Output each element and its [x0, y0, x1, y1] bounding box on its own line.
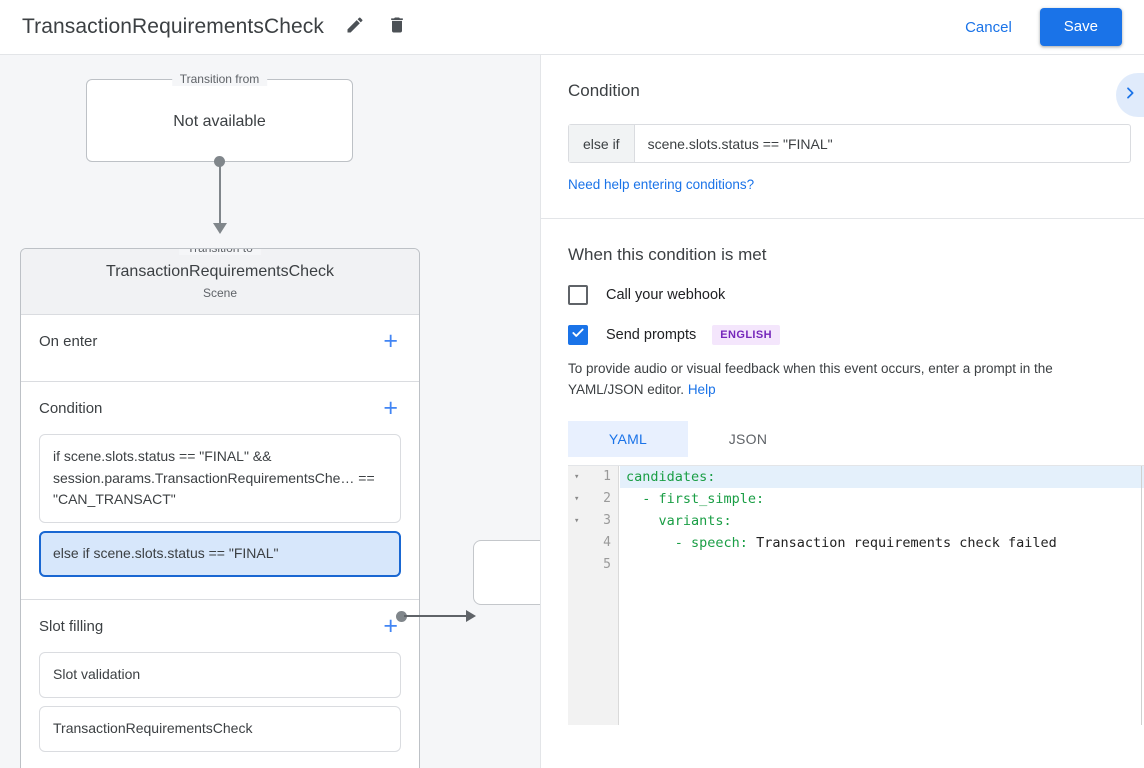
scene-node-subtitle: Scene	[202, 286, 238, 300]
code-line	[620, 554, 1144, 576]
outgoing-connector-dot	[396, 611, 407, 622]
add-slot-filling-button[interactable]: +	[383, 611, 398, 640]
line-number: 4	[603, 535, 611, 551]
gutter-line: ▾ 3	[568, 510, 618, 532]
pencil-icon	[345, 15, 365, 40]
code-indent	[626, 513, 659, 529]
condition-item[interactable]: if scene.slots.status == "FINAL" && sess…	[39, 434, 401, 524]
code-indent	[626, 535, 675, 551]
chevron-right-icon	[1122, 85, 1138, 106]
tab-yaml[interactable]: YAML	[568, 420, 688, 457]
expand-panel-button[interactable]	[1116, 73, 1144, 117]
trash-icon	[387, 15, 407, 40]
condition-heading: Condition	[568, 81, 640, 100]
line-number: 1	[603, 469, 611, 485]
call-webhook-label: Call your webhook	[606, 287, 726, 303]
prompts-help-link[interactable]: Help	[687, 381, 716, 397]
page-title: TransactionRequirementsCheck	[22, 15, 324, 38]
outgoing-connector-line	[404, 615, 472, 617]
when-condition-met-section: When this condition is met Call your web…	[541, 219, 1144, 725]
section-slot-filling-header: Slot filling +	[39, 600, 401, 652]
condition-expression-input[interactable]	[634, 125, 1130, 162]
target-node-stub[interactable]	[473, 540, 540, 605]
send-prompts-label: Send prompts	[606, 327, 697, 343]
section-slot-filling-title: Slot filling	[39, 617, 104, 635]
save-button[interactable]: Save	[1039, 8, 1122, 46]
panel-divider	[540, 55, 541, 768]
checkmark-icon	[571, 326, 585, 345]
condition-section: Condition else if Need help entering con…	[541, 55, 1144, 219]
transition-to-legend: Transition to	[179, 249, 261, 255]
code-line: variants:	[620, 510, 1144, 532]
delete-button[interactable]	[380, 10, 414, 44]
scene-node-header: TransactionRequirementsCheck Scene	[21, 249, 419, 315]
flow-canvas[interactable]: Transition from Not available Transition…	[0, 55, 540, 768]
condition-prefix-label: else if	[569, 125, 635, 162]
code-line: - speech: Transaction requirements check…	[620, 532, 1144, 554]
slot-filling-item[interactable]: TransactionRequirementsCheck	[39, 706, 401, 753]
prompts-description: To provide audio or visual feedback when…	[568, 359, 1125, 401]
editor-gutter: ▾ 1 ▾ 2 ▾ 3 4 5	[568, 465, 619, 725]
editor-code-area[interactable]: candidates: - first_simple: variants: - …	[620, 465, 1144, 725]
line-number: 3	[603, 513, 611, 529]
edit-name-button[interactable]	[338, 10, 372, 44]
code-key: - first_simple:	[642, 490, 765, 507]
section-on-enter-title: On enter	[39, 332, 98, 350]
details-panel: Condition else if Need help entering con…	[541, 55, 1144, 768]
fold-toggle-icon[interactable]: ▾	[574, 493, 580, 504]
code-key: candidates:	[626, 468, 716, 485]
code-value: Transaction requirements check failed	[747, 534, 1057, 551]
condition-help-link[interactable]: Need help entering conditions?	[568, 177, 755, 192]
section-on-enter-header: On enter +	[39, 315, 401, 367]
code-key: - speech:	[674, 534, 748, 551]
fold-toggle-icon[interactable]: ▾	[574, 471, 580, 482]
code-key: variants:	[658, 512, 732, 529]
section-condition-header: Condition +	[39, 382, 401, 434]
call-webhook-checkbox[interactable]	[568, 285, 588, 305]
condition-input-row[interactable]: else if	[568, 124, 1131, 163]
section-divider	[541, 218, 1144, 219]
when-condition-met-heading: When this condition is met	[568, 245, 767, 264]
connector-dot	[214, 156, 225, 167]
connector-arrow-icon	[213, 223, 227, 234]
cancel-button[interactable]: Cancel	[951, 11, 1026, 44]
tab-json[interactable]: JSON	[728, 430, 768, 447]
section-slot-filling: Slot filling + Slot validation Transacti…	[21, 600, 419, 768]
line-number: 5	[603, 557, 611, 573]
prompt-code-editor[interactable]: ▾ 1 ▾ 2 ▾ 3 4 5 candidates	[568, 464, 1144, 725]
section-condition-title: Condition	[39, 399, 103, 417]
editor-right-edge	[1141, 465, 1142, 725]
gutter-line: ▾ 2	[568, 488, 618, 510]
language-badge: ENGLISH	[712, 325, 780, 345]
line-number: 2	[603, 491, 611, 507]
slot-filling-item[interactable]: Slot validation	[39, 652, 401, 699]
app-header: TransactionRequirementsCheck Cancel Save	[0, 0, 1144, 55]
gutter-line: ▾ 1	[568, 466, 618, 488]
connector-line	[219, 162, 221, 227]
add-on-enter-button[interactable]: +	[383, 326, 398, 355]
transition-from-legend: Transition from	[171, 72, 268, 86]
code-indent	[626, 491, 642, 507]
scene-node-title: TransactionRequirementsCheck	[106, 263, 334, 280]
condition-item-selected[interactable]: else if scene.slots.status == "FINAL"	[39, 531, 401, 578]
section-on-enter: On enter +	[21, 315, 419, 382]
transition-from-value: Not available	[173, 113, 266, 130]
code-line: - first_simple:	[620, 488, 1144, 510]
fold-toggle-icon[interactable]: ▾	[574, 515, 580, 526]
call-webhook-row[interactable]: Call your webhook	[568, 285, 1117, 305]
section-condition: Condition + if scene.slots.status == "FI…	[21, 382, 419, 601]
transition-from-card[interactable]: Transition from Not available	[86, 72, 353, 162]
prompts-description-text: To provide audio or visual feedback when…	[568, 361, 1053, 397]
transition-to-card[interactable]: Transition to TransactionRequirementsChe…	[20, 248, 420, 768]
outgoing-connector-arrow-icon	[466, 610, 476, 622]
code-line: candidates:	[620, 465, 1144, 488]
editor-format-tabs: YAML JSON	[568, 420, 1117, 457]
gutter-line: 4	[568, 532, 618, 554]
send-prompts-row[interactable]: Send prompts ENGLISH	[568, 325, 1117, 345]
add-condition-button[interactable]: +	[383, 393, 398, 422]
send-prompts-checkbox[interactable]	[568, 325, 588, 345]
gutter-line: 5	[568, 554, 618, 576]
